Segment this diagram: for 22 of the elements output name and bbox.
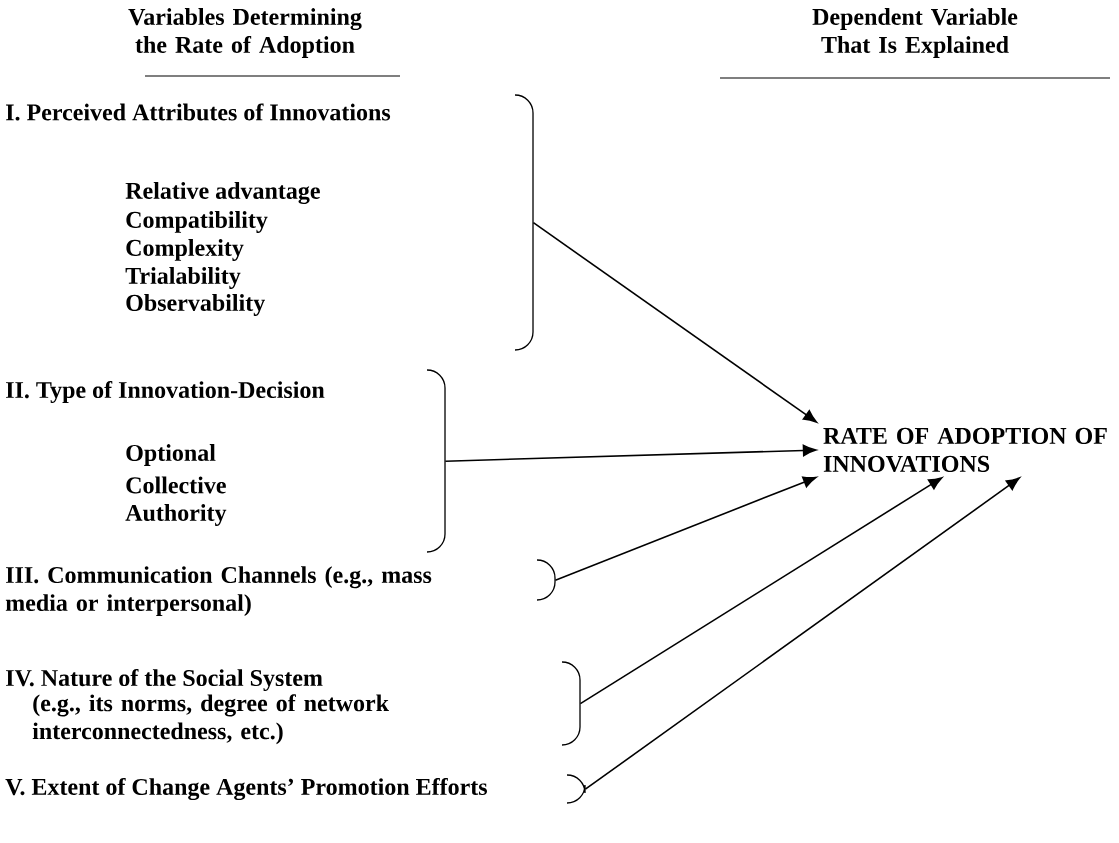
arrow xyxy=(584,477,1021,790)
arrow xyxy=(579,477,943,705)
item-text: Optional xyxy=(126,444,216,466)
item-text: Complexity xyxy=(126,239,244,261)
column-heading: Dependent Variable That Is Explained xyxy=(812,8,1018,58)
arrow xyxy=(554,476,817,581)
heading-text: V. Extent of Change Agents’ Promotion Efforts xyxy=(5,777,487,801)
item-text: (e.g., its norms, degree of network interconnectedness, etc.) xyxy=(32,694,389,745)
outcome-text: RATE OF ADOPTION OF INNOVATIONS xyxy=(823,427,1107,473)
item-text: Compatibility xyxy=(126,211,268,233)
item-text: Relative advantage xyxy=(125,182,320,204)
arrow xyxy=(444,444,817,462)
heading-text: II. Type of Innovation-Decision xyxy=(6,380,325,404)
item-text: Authority xyxy=(125,504,227,526)
item-text: Trialability xyxy=(125,267,241,289)
arrow xyxy=(532,221,818,423)
heading-text: I. Perceived Attributes of Innovations xyxy=(6,103,391,121)
heading-text: III. Communication Channels (e.g., mass media or interpersonal) xyxy=(5,566,432,616)
heading-text: IV. Nature of the Social System xyxy=(6,668,323,692)
item-text: Collective xyxy=(126,476,226,494)
item-text: Observability xyxy=(126,294,265,316)
column-heading: Variables Determining the Rate of Adoption xyxy=(128,8,362,58)
